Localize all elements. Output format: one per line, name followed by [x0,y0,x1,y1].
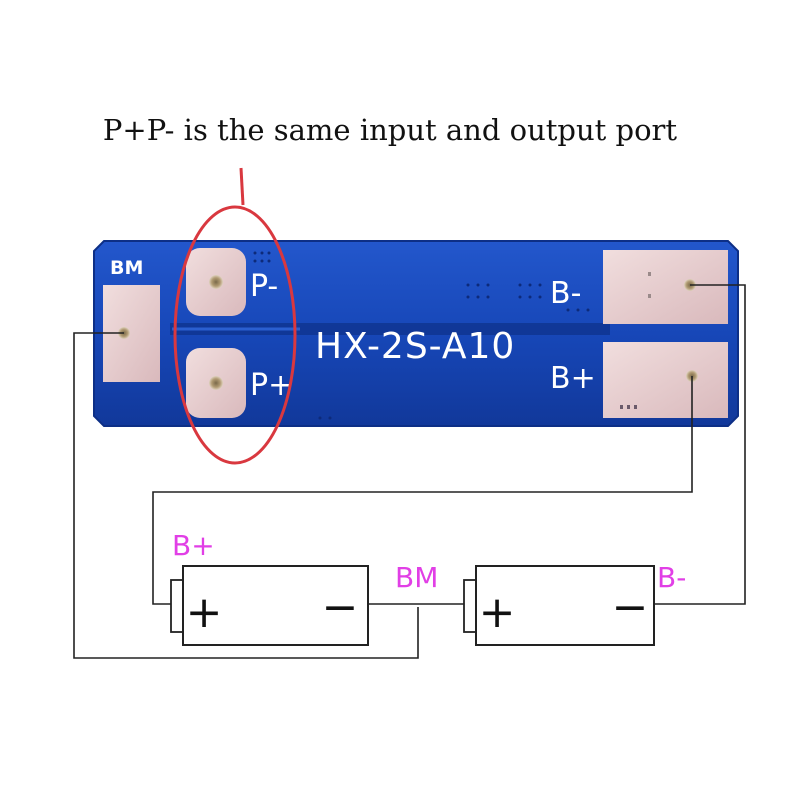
b-minus-pad [603,250,728,324]
wiring-label-b-minus: B- [657,561,686,594]
battery-2-plus-sign: + [479,587,516,638]
wiring-label-b-plus: B+ [172,529,215,562]
battery-1: + − [170,565,369,646]
wire-bm [73,332,419,659]
wire-b-minus [654,284,746,605]
battery-2: + − [463,565,655,646]
b-plus-label: B+ [550,361,596,396]
board-model-text: HX-2S-A10 [315,326,515,367]
pointer-line [239,167,245,206]
caption-text: P+P- is the same input and output port [103,113,677,147]
p-minus-pad-hole [209,275,223,289]
battery-2-minus-sign: − [612,582,649,633]
wiring-label-bm: BM [395,561,438,594]
bm-pad-label: BM [110,257,143,279]
b-minus-label: B- [550,276,581,311]
p-minus-label: P- [250,269,278,304]
p-plus-pad-hole [209,376,223,390]
b-plus-pad [603,342,728,418]
pcb-board: BM P- P+ HX-2S-A10 B- B+ [93,240,739,427]
battery-1-plus-sign: + [186,587,223,638]
wire-b-plus [152,376,693,605]
wires [73,284,746,659]
battery-1-minus-sign: − [322,582,359,633]
highlight-circle [173,205,297,465]
p-plus-label: P+ [250,368,293,403]
